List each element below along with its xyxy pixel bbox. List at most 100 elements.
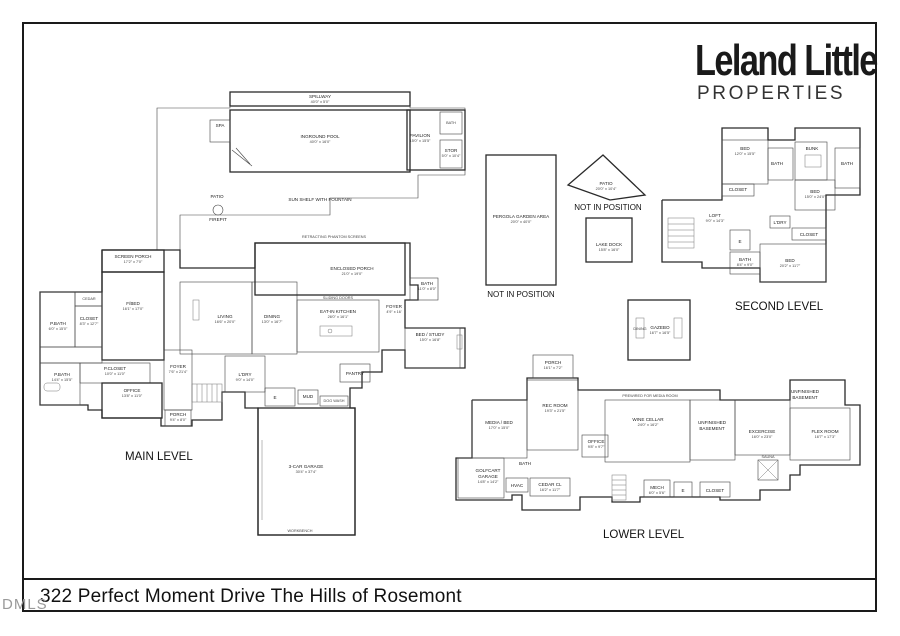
porch-main — [164, 409, 192, 427]
pavilion-dim: 15'0" x 15'5" — [410, 139, 431, 143]
stor-label: STOR — [445, 148, 458, 153]
kitchen-label: EAT-IN KITCHEN — [320, 309, 356, 314]
lower-stairs — [611, 474, 627, 501]
dining-dim: 13'0" x 16'7" — [262, 320, 283, 324]
excercise-label: EXCERCISE — [749, 429, 776, 434]
unfinished-b-label-2: BASEMENT — [792, 395, 817, 400]
e-lower-room — [673, 481, 693, 498]
enclosed-porch — [254, 242, 406, 296]
sauna — [757, 459, 779, 481]
pool-label: INGROUND POOL — [300, 134, 339, 139]
pool-dim: 40'0" x 16'0" — [310, 140, 331, 144]
not-in-position-pergola: NOT IN POSITION — [487, 290, 555, 299]
e-main-label: E — [273, 395, 276, 400]
screen-porch-label: SCREEN PORCH — [114, 254, 151, 259]
e-main-room — [264, 387, 296, 407]
wine-cellar-dim: 24'0" x 16'2" — [638, 423, 659, 427]
lower-level-plan: PORCH 16'1" x 7'2" MEDIA / BED 17'0" x 1… — [455, 354, 861, 541]
eat-in-kitchen — [296, 299, 380, 353]
brand-logo-subtitle: PROPERTIES — [697, 83, 846, 104]
wine-cellar-label: WINE CELLAR — [632, 417, 664, 422]
bath-s2 — [834, 147, 861, 189]
gazebo-table-left — [635, 317, 645, 339]
bath-main — [409, 277, 439, 301]
dog-wash-label: DOG WASH — [324, 399, 345, 403]
sun-shelf-label: SUN SHELF WITH FOUNTAIN — [288, 197, 351, 202]
mud-label: MUD — [303, 394, 314, 399]
rec-room-label: REC ROOM — [542, 403, 567, 408]
bed-study-label: BED / STUDY — [416, 332, 445, 337]
pbath-a — [39, 291, 76, 348]
gazebo — [627, 299, 691, 361]
golfcart-garage — [457, 457, 505, 499]
second-stairs — [667, 217, 695, 249]
porch-main-dim: 9'4" x 8'0" — [170, 418, 187, 422]
bunk-bed — [804, 154, 822, 168]
ldry-s-label: L'DRY — [773, 220, 786, 225]
unfinished-a-label-2: BASEMENT — [699, 426, 724, 431]
bed-s3-dim: 20'2" x 11'7" — [780, 264, 801, 268]
lake-dock — [585, 217, 633, 263]
mud — [297, 389, 319, 405]
bed-s3-label: BED — [785, 258, 795, 263]
excercise — [734, 399, 791, 456]
gazebo-label: GAZEBO — [650, 325, 670, 330]
gazebo-dining-label: DINING — [633, 327, 646, 331]
office-main-dim: 13'8" x 11'0" — [122, 394, 143, 398]
fbed-dim: 16'1" x 17'0" — [123, 307, 144, 311]
stor-dim: 5'0" x 10'4" — [442, 154, 461, 158]
bed-s2-label: BED — [810, 189, 820, 194]
garage-label: 3-CAR GARAGE — [289, 464, 324, 469]
closet-lower-label: CLOSET — [706, 488, 725, 493]
porch-main-label: PORCH — [170, 412, 187, 417]
cedar-label: CEDAR — [82, 297, 96, 301]
bed-study — [404, 327, 461, 369]
pergola-label: PERGOLA GARDEN AREA — [493, 214, 550, 219]
stor — [439, 139, 463, 169]
dog-wash — [319, 395, 349, 407]
living-dim: 16'6" x 20'0" — [215, 320, 236, 324]
sauna-label: SAUNA — [761, 455, 775, 459]
e-s-room — [729, 229, 751, 251]
living-label: LIVING — [217, 314, 232, 319]
bed-s2-dim: 15'0" x 24'0" — [805, 195, 826, 199]
kitchen-dim: 26'0" x 16'1" — [328, 315, 349, 319]
porch-lower-label: PORCH — [545, 360, 562, 365]
closet-s1 — [721, 183, 755, 197]
office-lower-label: OFFICE — [588, 439, 605, 444]
bed-s1-dim: 12'0" x 15'5" — [735, 152, 756, 156]
closet-a-dim: 8'3" x 12'7" — [80, 322, 99, 326]
address-bar: 322 Perfect Moment Drive The Hills of Ro… — [22, 578, 877, 612]
flex-room — [789, 407, 851, 461]
mls-watermark: DMLS — [2, 596, 48, 613]
foyer-b-dim: 4'9" x 16' — [386, 310, 402, 314]
hvac — [505, 477, 529, 493]
rec-room — [526, 379, 579, 451]
flex-room-label: FLEX ROOM — [811, 429, 838, 434]
bed-s2 — [794, 179, 836, 211]
ldry-s — [769, 215, 791, 229]
pavilion-bath — [439, 111, 463, 135]
pavilion-bath-label: BATH — [446, 121, 456, 125]
unfinished-b-label-1: UNFINISHED — [791, 389, 820, 394]
pbath-b-label: P.BATH — [54, 372, 70, 377]
office-main — [101, 382, 163, 419]
spillway-label: SPILLWAY — [309, 94, 331, 99]
sliding-doors-label: SLIDING DOORS — [323, 296, 354, 300]
foyer-main — [163, 349, 193, 411]
pantry — [339, 363, 371, 383]
cedar-cl-dim: 16'2" x 11'7" — [540, 488, 561, 492]
retracting-screens-label: RETRACTING PHANTOM SCREENS — [302, 235, 367, 239]
foyer-main-dim: 7'6" x 21'4" — [169, 370, 188, 374]
lake-dock-dim: 15'8" x 16'0" — [599, 248, 620, 252]
bath-s1 — [767, 147, 794, 181]
gazebo-dim: 16'7" x 16'5" — [650, 331, 671, 335]
not-in-position-patio: NOT IN POSITION — [574, 203, 642, 212]
property-address: 322 Perfect Moment Drive The Hills of Ro… — [40, 586, 462, 607]
spa-label: SPA — [216, 123, 226, 128]
golfcart-label-1: GOLFCART — [476, 468, 501, 473]
fbed — [101, 271, 165, 361]
firepit-label: FIREPIT — [209, 217, 227, 222]
fbed-label: F/BED — [126, 301, 140, 306]
main-level-plan: SPILLWAY 40'0" x 5'0" INGROUND POOL 40'0… — [39, 91, 466, 536]
